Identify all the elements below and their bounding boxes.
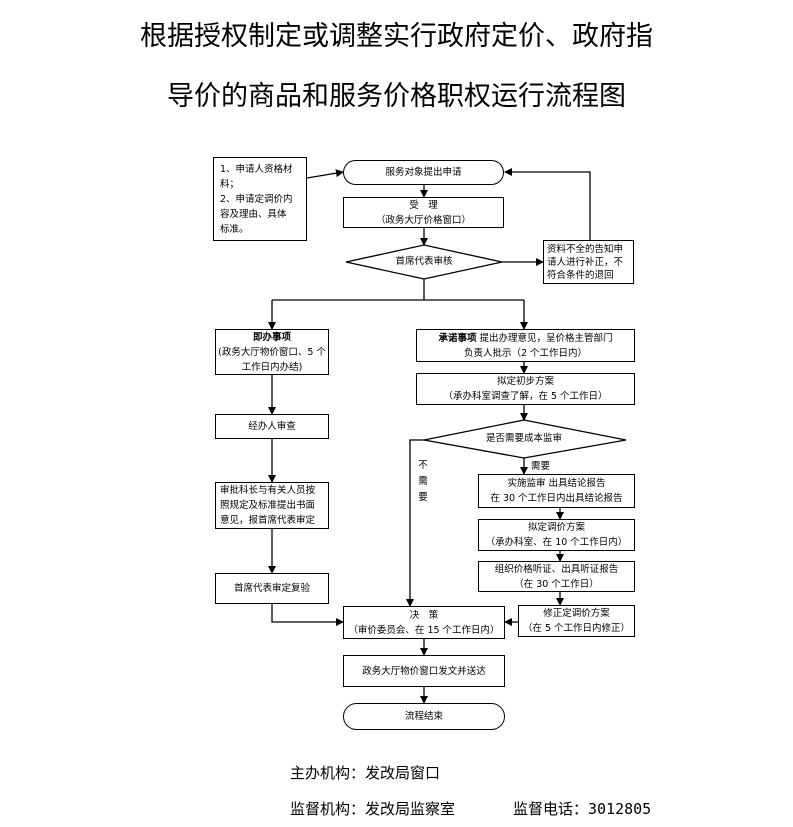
end-label: 流程结束: [404, 711, 443, 722]
decision-line-1: 决 策: [409, 609, 439, 621]
materials-line-2: 料；: [220, 178, 240, 190]
immediate-line-2: 工作日内办结): [241, 361, 303, 373]
promise-line-1: 承诺事项 提出办理意见，呈价格主管部门: [438, 331, 612, 346]
hearing-node: 组织价格听证、出具听证报告 （在 30 个工作日）: [478, 561, 635, 592]
chief-review-line-3: 意见，报首席代表审定: [220, 515, 316, 526]
decision-line-2: （审价委员会、在 15 个工作日内）: [348, 624, 500, 636]
chief-review-line-2: 照规定及标准提出书面: [220, 500, 316, 511]
materials-line-3: 2、申请定调价内: [220, 193, 293, 205]
chief-review-line-1: 审批科长与有关人员按: [220, 485, 316, 496]
accept-line-1: 受 理: [409, 199, 438, 211]
revise-line-2: （在 5 个工作日内修正）: [522, 623, 631, 634]
plan-node: 拟定调价方案 （承办科室、在 10 个工作日内）: [478, 519, 635, 551]
materials-box: 1、申请人资格材 料； 2、申请定调价内 容及理由、具体 标准。: [213, 157, 307, 241]
footer-phone: 监督电话：3012805: [513, 800, 652, 818]
page-title-line-1: 根据授权制定或调整实行政府定价、政府指: [140, 21, 653, 52]
plan-line-2: （承办科室、在 10 个工作日内）: [485, 537, 628, 548]
notify-line-3: 符合条件的退回: [547, 269, 614, 281]
start-node: 服务对象提出申请: [343, 160, 504, 185]
page-title-line-2: 导价的商品和服务价格职权运行流程图: [167, 81, 626, 112]
arrow-materials-to-start: [306, 169, 344, 179]
chief-review-node: 审批科长与有关人员按 照规定及标准提出书面 意见，报首席代表审定: [215, 482, 329, 529]
chief-recheck-node: 首席代表审定复验: [215, 573, 329, 604]
revise-line-1: 修正定调价方案: [543, 608, 610, 619]
immediate-node: 即办事项 (政务大厅物价窗口、5 个 工作日内办结): [215, 329, 329, 375]
draft-line-1: 拟定初步方案: [496, 376, 554, 387]
draft-line-2: （承办科室调查了解，在 5 个工作日）: [443, 391, 608, 402]
footer-organizer: 主办机构：发改局窗口: [290, 764, 441, 782]
promise-title: 承诺事项: [438, 332, 477, 344]
handler-label: 经办人审查: [248, 421, 296, 432]
end-node: 流程结束: [343, 703, 505, 730]
handler-node: 经办人审查: [215, 414, 329, 439]
materials-line-5: 标准。: [220, 223, 249, 235]
review-label: 首席代表审核: [395, 256, 453, 267]
cost-check-diamond: [423, 419, 627, 459]
start-node-label: 服务对象提出申请: [385, 167, 462, 178]
accept-line-2: （政务大厅价格窗口）: [375, 214, 471, 226]
notify-line-1: 资料不全的告知申: [547, 243, 624, 255]
not-needed-label: 不 需 要: [416, 458, 430, 506]
promise-line-2: 负责人批示（2 个工作日内）: [463, 347, 588, 359]
revise-node: 修正定调价方案 （在 5 个工作日内修正）: [518, 605, 635, 637]
arrow-cost-check-not-needed: [406, 439, 424, 607]
not-needed-char-1: 不: [418, 460, 428, 471]
immediate-line-1: (政务大厅物价窗口、5 个: [218, 346, 326, 358]
chief-recheck-label: 首席代表审定复验: [233, 583, 310, 594]
audit-line-2: 在 30 个工作日内出具结论报告: [490, 493, 623, 504]
not-needed-char-3: 要: [418, 492, 428, 503]
hearing-line-2: （在 30 个工作日）: [514, 578, 599, 590]
plan-line-1: 拟定调价方案: [527, 522, 585, 533]
cost-check-label: 是否需要成本监审: [485, 433, 562, 444]
decision-node: 决 策 （审价委员会、在 15 个工作日内）: [343, 606, 505, 639]
arrow-chief-recheck-to-decision: [271, 604, 344, 626]
materials-line-1: 1、申请人资格材: [220, 163, 293, 175]
materials-line-4: 容及理由、具体: [220, 208, 287, 220]
not-needed-char-2: 需: [418, 476, 428, 487]
review-diamond: [345, 244, 503, 280]
immediate-title: 即办事项: [252, 331, 291, 343]
arrow-notify-to-start: [504, 168, 591, 240]
audit-line-1: 实施监审 出具结论报告: [507, 478, 606, 489]
footer-supervisor: 监督机构：发改局监察室: [290, 800, 456, 818]
hearing-line-1: 组织价格听证、出具听证报告: [494, 563, 619, 575]
notify-line-2: 请人进行补正，不: [547, 256, 624, 268]
needed-label: 需要: [531, 461, 551, 472]
promise-node: 承诺事项 提出办理意见，呈价格主管部门 负责人批示（2 个工作日内）: [416, 329, 635, 362]
audit-node: 实施监审 出具结论报告 在 30 个工作日内出具结论报告: [478, 474, 635, 508]
draft-node: 拟定初步方案 （承办科室调查了解，在 5 个工作日）: [416, 373, 635, 405]
issue-node: 政务大厅物价窗口发文并送达: [343, 655, 505, 687]
promise-line-1-rest: 提出办理意见，呈价格主管部门: [479, 332, 613, 344]
notify-box: 资料不全的告知申 请人进行补正，不 符合条件的退回: [543, 240, 634, 284]
issue-label: 政务大厅物价窗口发文并送达: [362, 665, 486, 677]
accept-node: 受 理 （政务大厅价格窗口）: [343, 197, 504, 228]
